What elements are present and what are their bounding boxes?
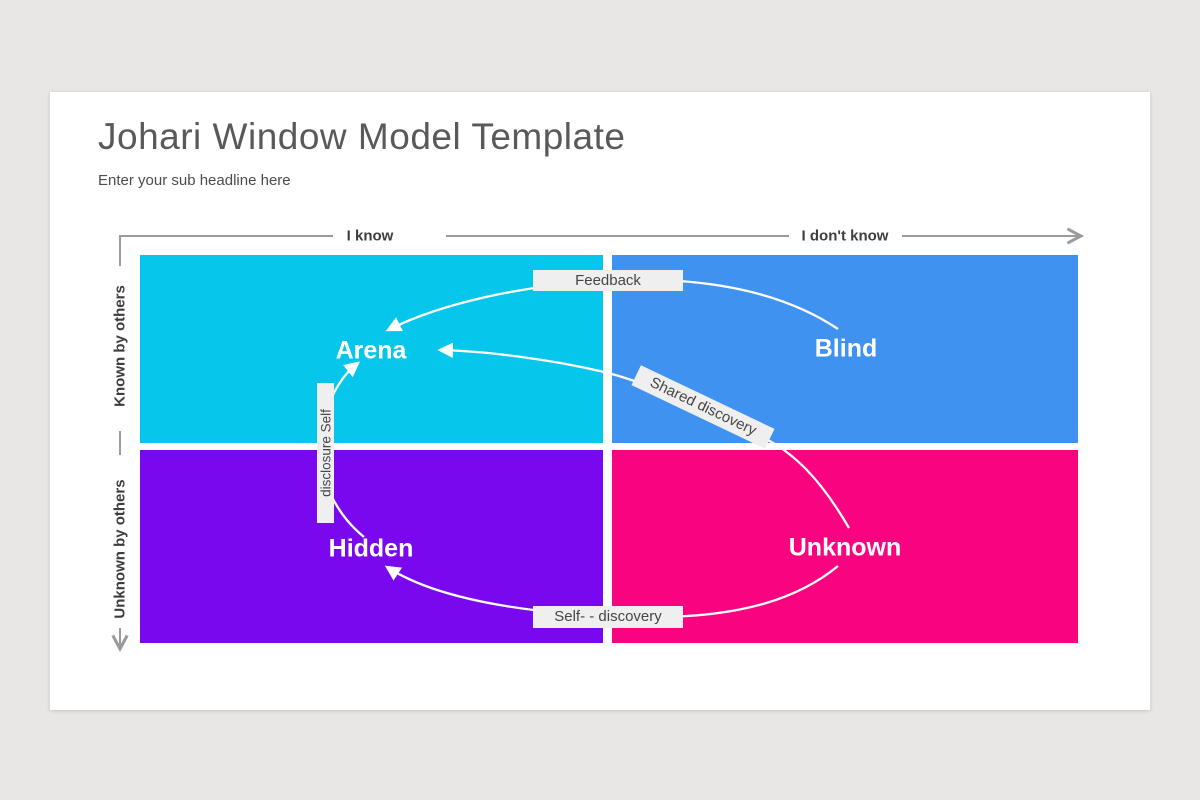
connector-tag-self-disclosure-text: disclosure Self xyxy=(318,409,333,497)
quadrant-label-unknown: Unknown xyxy=(788,533,902,562)
quadrant-label-blind: Blind xyxy=(814,334,878,363)
connector-tag-self-discovery: Self- - discovery xyxy=(533,606,683,628)
axis-label-i-dont-know: I don't know xyxy=(795,227,895,245)
page-title: Johari Window Model Template xyxy=(98,116,626,157)
quadrant-label-hidden: Hidden xyxy=(328,534,414,563)
page-subtitle: Enter your sub headline here xyxy=(98,172,291,189)
connector-tag-self-disclosure: disclosure Self xyxy=(317,383,334,523)
axis-label-i-know: I know xyxy=(340,227,400,245)
quadrant-label-arena: Arena xyxy=(335,336,407,365)
axis-label-known-by-others: Known by others xyxy=(111,281,129,411)
axis-label-unknown-by-others: Unknown by others xyxy=(111,475,129,623)
connector-tag-feedback: Feedback xyxy=(533,270,683,291)
